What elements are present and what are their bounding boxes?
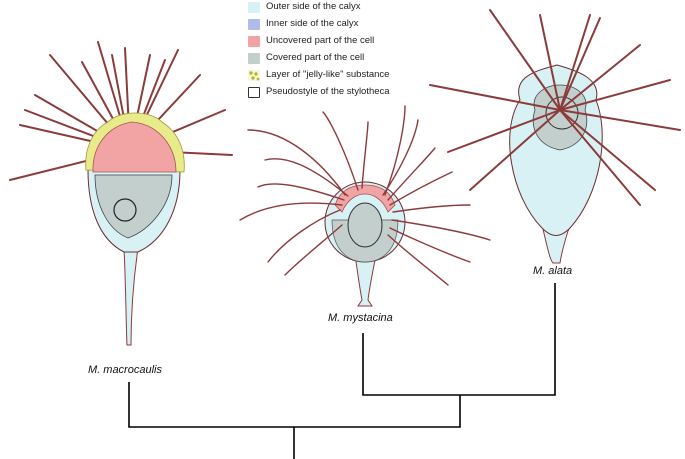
covered-cell-swatch [248, 53, 260, 64]
tree-branch-mystacina-alata [362, 283, 556, 396]
species-label-macrocaulis: M. macrocaulis [88, 364, 162, 376]
inner-calyx-swatch [248, 19, 260, 30]
legend-item-jelly-layer: Layer of "jelly-like" substance [248, 68, 438, 84]
outer-calyx-swatch [248, 2, 260, 13]
tree-branch-macrocaulis [128, 382, 461, 428]
spines [239, 105, 491, 286]
legend-label: Inner side of the calyx [266, 18, 359, 29]
nucleus [113, 198, 137, 222]
organism-mystacina [239, 105, 491, 307]
organism-macrocaulis [9, 41, 233, 346]
legend-item-covered-cell: Covered part of the cell [248, 51, 438, 67]
uncovered-cell [92, 121, 177, 173]
uncovered-cell-swatch [248, 36, 260, 47]
nucleus [347, 202, 383, 248]
species-label-alata: M. alata [533, 265, 573, 277]
legend-label: Uncovered part of the cell [266, 35, 375, 46]
legend-item-uncovered-cell: Uncovered part of the cell [248, 34, 438, 50]
legend-label: Outer side of the calyx [266, 1, 361, 12]
phylogenetic-tree [128, 283, 556, 459]
species-label-mystacina: M. mystacina [328, 312, 393, 324]
legend-label: Covered part of the cell [266, 52, 365, 63]
legend-label: Pseudostyle of the stylotheca [266, 86, 390, 97]
legend-item-pseudostyle: Pseudostyle of the stylotheca [248, 85, 438, 101]
uncovered-cell [334, 184, 396, 213]
jelly-layer-swatch [248, 70, 260, 81]
stalk [354, 254, 377, 307]
pseudostyle-swatch [248, 87, 260, 98]
legend-label: Layer of "jelly-like" substance [266, 69, 390, 80]
legend-item-inner-calyx: Inner side of the calyx [248, 17, 438, 33]
stalk [541, 224, 571, 264]
organism-alata [429, 9, 681, 264]
stalk [123, 247, 139, 346]
legend-item-outer-calyx: Outer side of the calyx [248, 0, 438, 16]
spines [429, 9, 681, 206]
